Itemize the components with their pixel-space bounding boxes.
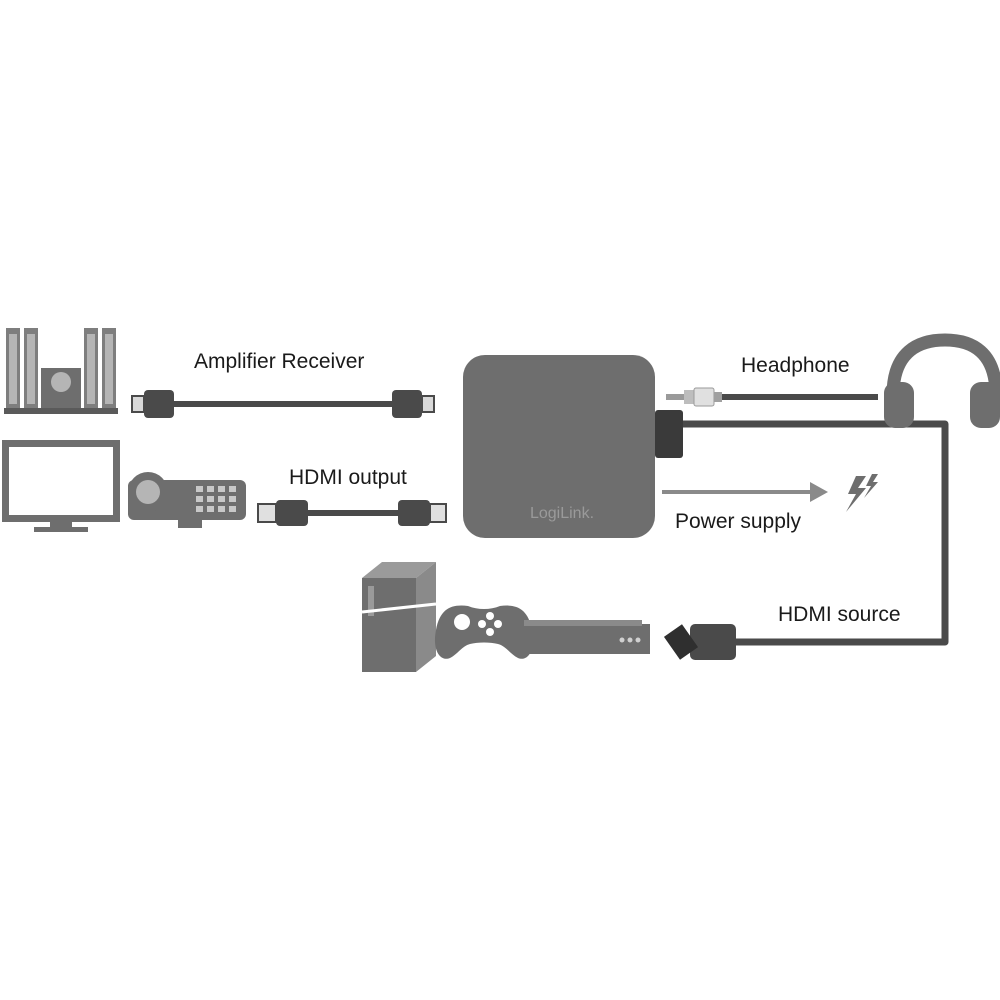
tv-monitor-icon [2,440,120,532]
set-top-box-icon [516,620,650,654]
hdmi-output-label: HDMI output [289,466,407,489]
amplifier-receiver-label: Amplifier Receiver [194,350,364,373]
hdmi-source-label: HDMI source [778,603,901,626]
device-brand-logo: LogiLink. [530,505,594,522]
logilink-device: LogiLink. [463,355,683,538]
hdmi-source-plug [663,624,736,660]
game-console-icon [361,562,437,672]
power-supply-arrow [662,482,828,502]
speaker-system-icon [4,328,118,414]
hdmi-output-cable [257,500,447,526]
lightning-icon [846,474,878,512]
hdmi-source-cable [683,420,949,646]
power-supply-label: Power supply [675,510,802,533]
optical-cable [131,390,435,418]
gamepad-icon [434,605,534,659]
headphone-label: Headphone [741,354,850,377]
headphone-jack [666,387,722,407]
hdmi-port [655,410,683,458]
projector-icon [128,472,246,528]
headphones-icon [884,333,1000,428]
